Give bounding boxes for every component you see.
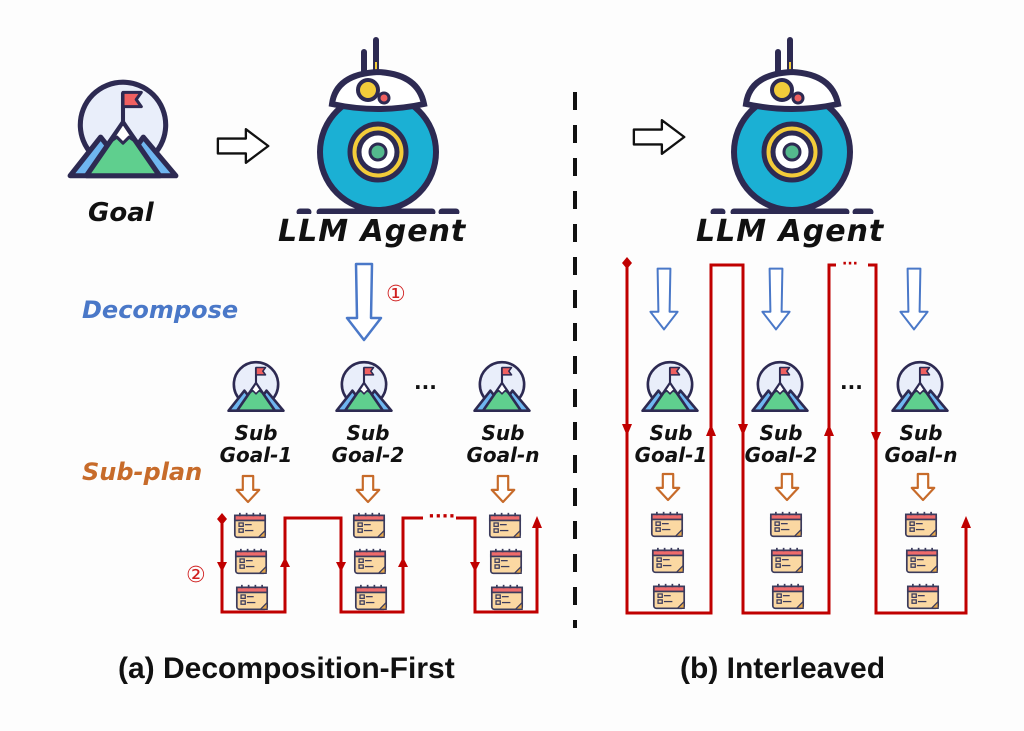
step-1-marker: ① [386, 282, 406, 307]
ellipsis: ... [840, 370, 863, 394]
step-2-marker: ② [186, 563, 206, 588]
agent-label: LLM Agent [696, 214, 885, 249]
flow-ellipsis: ···· [428, 506, 455, 527]
subplan-label: Sub-plan [82, 458, 203, 486]
flow-line-b [625, 263, 836, 615]
panel-divider [573, 92, 577, 628]
ellipsis: ... [414, 370, 437, 394]
agent-label: LLM Agent [278, 214, 467, 249]
caption-a: (a) Decomposition-First [118, 652, 455, 685]
flow-ellipsis: ··· [842, 256, 858, 272]
flow-line-a [220, 516, 423, 614]
flow-start-diamond [217, 513, 227, 525]
flow-start-diamond [622, 257, 632, 269]
decompose-label: Decompose [82, 296, 239, 324]
flow-line-b-end [868, 263, 968, 615]
flow-line-a-end [456, 516, 539, 614]
caption-b: (b) Interleaved [680, 652, 886, 685]
goal-label: Goal [88, 198, 154, 228]
